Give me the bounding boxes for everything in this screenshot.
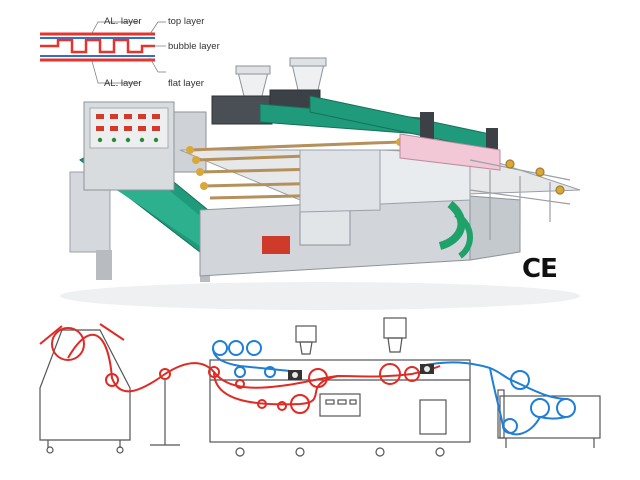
extruder-barrels <box>211 89 498 156</box>
machine-photo <box>60 57 581 310</box>
extruder-hoppers <box>235 57 327 97</box>
blue-web-path <box>212 340 576 436</box>
layer-legend: AL. layer top layer bubble layer AL. lay… <box>40 16 220 89</box>
ce-mark-icon: CE <box>522 254 557 284</box>
legend-flat-layer: flat layer <box>168 78 204 89</box>
right-winder <box>469 159 571 240</box>
control-cabinet <box>83 101 207 191</box>
layer-cross-section <box>40 32 155 62</box>
legend-al-layer-bottom: AL. layer <box>104 78 142 89</box>
legend-bubble-layer: bubble layer <box>168 41 220 52</box>
process-schematic <box>39 317 601 457</box>
legend-al-layer-top: AL. layer <box>104 16 142 27</box>
red-web-path <box>39 323 441 414</box>
drive-units <box>288 364 434 380</box>
legend-top-layer: top layer <box>168 16 204 27</box>
legend-leader-lines <box>91 21 166 84</box>
